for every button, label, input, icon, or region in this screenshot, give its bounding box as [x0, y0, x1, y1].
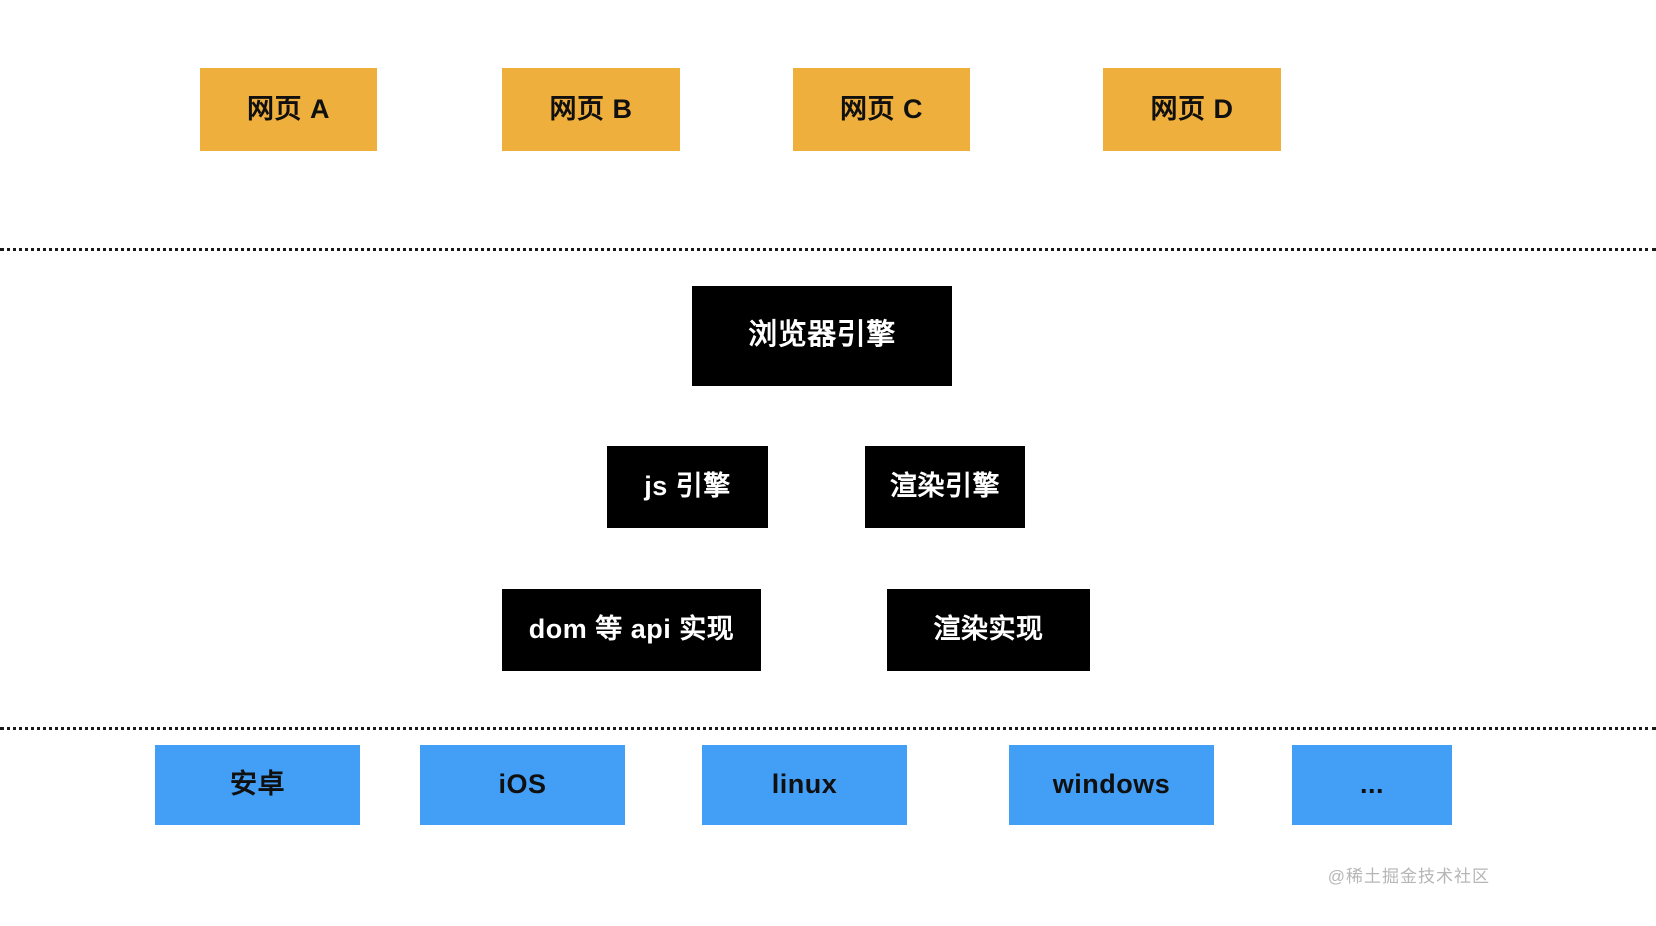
node-os-android[interactable]: 安卓 — [155, 745, 360, 825]
node-dom-api-implementation[interactable]: dom 等 api 实现 — [502, 589, 761, 671]
node-label: 网页 D — [1150, 93, 1234, 124]
watermark: @稀土掘金技术社区 — [1327, 867, 1490, 886]
node-label: 网页 A — [247, 93, 330, 124]
divider-bottom-dotted-line — [0, 727, 1656, 730]
node-render-implementation[interactable]: 渲染实现 — [887, 589, 1090, 671]
node-os-linux[interactable]: linux — [702, 745, 907, 825]
node-label: iOS — [498, 769, 547, 800]
node-web-page-a[interactable]: 网页 A — [200, 68, 377, 151]
node-js-engine[interactable]: js 引擎 — [607, 446, 768, 528]
node-label: 渲染引擎 — [890, 471, 1000, 502]
node-label: 安卓 — [230, 769, 285, 800]
node-web-page-b[interactable]: 网页 B — [502, 68, 680, 151]
node-os-windows[interactable]: windows — [1009, 745, 1214, 825]
node-web-page-c[interactable]: 网页 C — [793, 68, 970, 151]
node-label: 浏览器引擎 — [748, 319, 896, 352]
divider-top-dotted-line — [0, 248, 1656, 251]
node-label: 网页 B — [549, 93, 633, 124]
node-browser-engine[interactable]: 浏览器引擎 — [692, 286, 952, 386]
node-web-page-d[interactable]: 网页 D — [1103, 68, 1281, 151]
node-label: linux — [771, 769, 838, 800]
node-label: windows — [1052, 769, 1171, 800]
node-label: 渲染实现 — [933, 614, 1044, 645]
node-render-engine[interactable]: 渲染引擎 — [865, 446, 1025, 528]
node-os-ios[interactable]: iOS — [420, 745, 625, 825]
node-label: ... — [1359, 769, 1384, 800]
node-label: 网页 C — [840, 93, 923, 124]
node-os-others[interactable]: ... — [1292, 745, 1452, 825]
node-label: js 引擎 — [644, 471, 731, 502]
node-label: dom 等 api 实现 — [528, 614, 735, 645]
